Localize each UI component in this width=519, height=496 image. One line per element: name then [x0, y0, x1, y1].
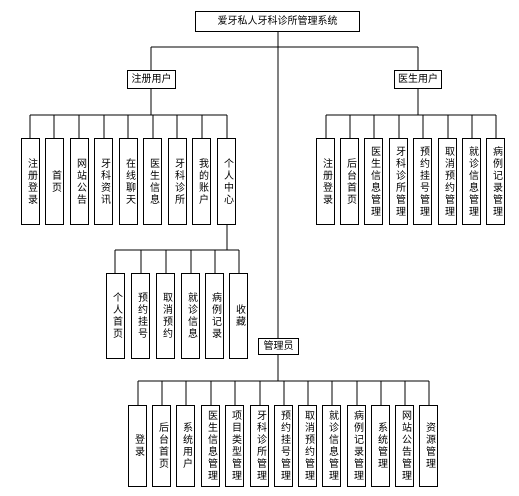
admin-node: 管理员 — [258, 338, 299, 355]
admin-item-site-notice-mgmt: 网站公告管理 — [395, 405, 414, 487]
doctor-user-item-register-login: 注册登录 — [316, 138, 335, 225]
doctor-user-item-appointment-mgmt: 预约挂号管理 — [413, 138, 432, 225]
doctor-user-node: 医生用户 — [394, 70, 442, 89]
admin-item-case-records-mgmt: 病例记录管理 — [347, 405, 366, 487]
registered-user-item-home: 首页 — [45, 138, 64, 225]
admin-item-clinic-mgmt: 牙科诊所管理 — [250, 405, 269, 487]
admin-item-backend-home: 后台首页 — [152, 405, 171, 487]
registered-user-item-site-notice: 网站公告 — [70, 138, 89, 225]
admin-item-doctor-info-mgmt: 医生信息管理 — [201, 405, 220, 487]
doctor-user-item-backend-home: 后台首页 — [340, 138, 359, 225]
registered-user-item-personal-center: 个人中心 — [217, 138, 236, 225]
admin-item-resource-mgmt: 资源管理 — [419, 405, 438, 487]
doctor-user-item-case-records-mgmt: 病例记录管理 — [486, 138, 505, 225]
admin-item-cancel-appointment-mgmt: 取消预约管理 — [298, 405, 317, 487]
personal-center-item-appointment: 预约挂号 — [131, 273, 150, 359]
admin-item-appointment-mgmt: 预约挂号管理 — [274, 405, 293, 487]
root-node: 爱牙私人牙科诊所管理系统 — [195, 11, 360, 32]
doctor-user-item-doctor-info-mgmt: 医生信息管理 — [364, 138, 383, 225]
personal-center-item-case-records: 病例记录 — [205, 273, 224, 359]
doctor-user-item-visit-info-mgmt: 就诊信息管理 — [462, 138, 481, 225]
registered-user-item-my-account: 我的账户 — [192, 138, 211, 225]
registered-user-item-dental-news: 牙科资讯 — [94, 138, 113, 225]
registered-user-item-online-chat: 在线聊天 — [119, 138, 138, 225]
admin-item-project-type-mgmt: 项目类型管理 — [225, 405, 244, 487]
admin-item-visit-info-mgmt: 就诊信息管理 — [322, 405, 341, 487]
admin-item-system-users: 系统用户 — [176, 405, 195, 487]
registered-user-item-register-login: 注册登录 — [21, 138, 40, 225]
registered-user-node: 注册用户 — [127, 70, 176, 89]
personal-center-item-visit-info: 就诊信息 — [181, 273, 200, 359]
personal-center-item-favorites: 收藏 — [229, 273, 248, 359]
registered-user-item-doctor-info: 医生信息 — [143, 138, 162, 225]
admin-item-login: 登录 — [128, 405, 147, 487]
personal-center-item-cancel-appointment: 取消预约 — [156, 273, 175, 359]
admin-item-system-mgmt: 系统管理 — [371, 405, 390, 487]
personal-center-item-personal-home: 个人首页 — [106, 273, 125, 359]
doctor-user-item-clinic-mgmt: 牙科诊所管理 — [389, 138, 408, 225]
registered-user-item-dental-clinic: 牙科诊所 — [168, 138, 187, 225]
doctor-user-item-cancel-appointment-mgmt: 取消预约管理 — [438, 138, 457, 225]
